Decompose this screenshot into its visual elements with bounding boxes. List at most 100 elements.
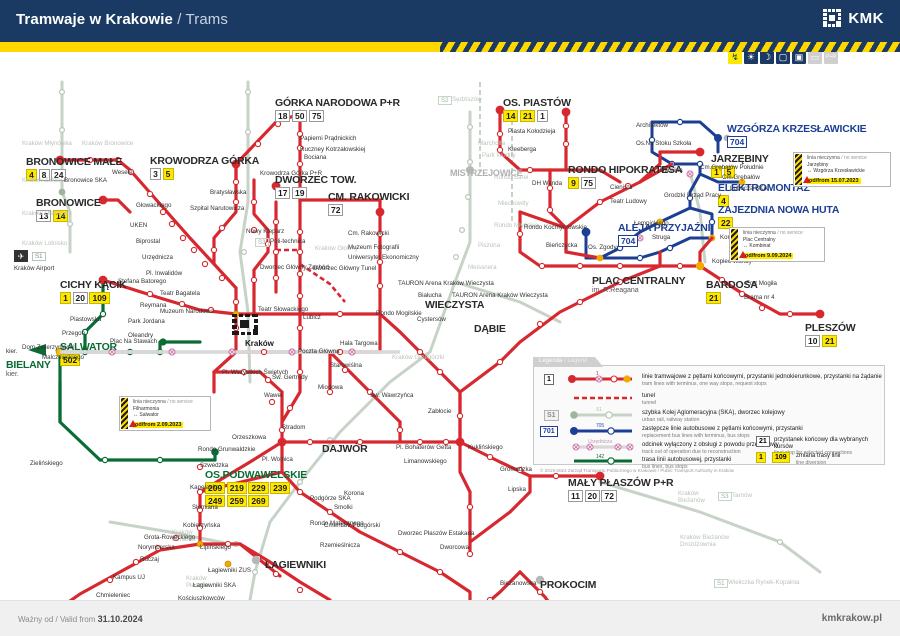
line-badge[interactable]: 704 [727,136,748,148]
line-badge[interactable]: 24 [51,169,67,181]
terminus-dabie[interactable]: DĄBIE [474,324,506,335]
terminus-name: OS.PODWAWELSKIE [205,469,308,481]
legend-extra-en: final stop for selected connections [774,450,853,456]
terminus-prokocim[interactable]: PROKOCIM [540,580,596,591]
park-ride-icon[interactable]: P+R [824,52,838,64]
station-label: Rondo Młyńskie [494,222,539,229]
line-badge[interactable]: 72 [601,490,617,502]
page-title-sub: Trams [185,11,228,28]
line-badge[interactable]: 249 [205,495,226,507]
line-badge[interactable]: 14 [52,210,69,222]
page-title: Tramwaje w Krakowie / Trams [16,11,228,28]
line-badge[interactable]: 1 [60,292,71,304]
line-badge[interactable]: 704 [618,235,639,247]
line-badge[interactable]: 75 [308,110,325,122]
station-label: Kampus UJ [113,574,145,581]
ska-label-sedziszow: Sędziszów [452,96,482,103]
line-badge[interactable]: 21 [519,110,536,122]
legend-extra-badge: 21 [756,436,770,447]
tram-network-map[interactable]: Kraków ✈ S1 S3 S2 Sędziszów S3 Tarnów S1… [0,52,900,600]
station-label: Starowiślna [330,362,362,369]
line-badge[interactable]: 3 [150,168,161,180]
line-badge[interactable]: 19 [291,187,308,199]
line-badge[interactable]: 22 [718,217,734,229]
station-label: Kraków Młynówka [22,140,72,147]
station-label: Cm. Rakowicki [348,230,389,237]
line-badge[interactable]: 72 [328,204,344,216]
line-badge[interactable]: 17 [275,187,291,199]
legend-description: szybka Kolej Aglomeracyjna (SKA), dworze… [642,410,882,423]
station-label: Rondo Grunwaldzkie [198,446,256,453]
line-badge[interactable]: 4 [26,169,37,181]
line-badge[interactable]: 502 [60,354,81,366]
day-service-icon[interactable]: ☀ [744,52,758,64]
terminus-name: BARDOSA [706,279,758,291]
line-badge[interactable]: 75 [580,177,596,189]
station-label: Wesele [112,169,133,176]
line-badge[interactable]: 5 [162,168,174,180]
terminus-lagiewniki[interactable]: ŁAGIEWNIKI [265,560,326,571]
line-badge[interactable]: 13 [36,210,52,222]
header-stripe-hatched [440,42,900,52]
line-badge[interactable]: 21 [821,335,838,347]
line-badge[interactable]: 11 [568,490,583,502]
line-badge[interactable]: 1 [711,166,722,178]
line-badge[interactable]: 269 [248,495,269,507]
train-icon[interactable]: ▣ [792,52,806,64]
terminus-wieczysta[interactable]: WIECZYSTA [425,300,484,311]
legend-description: zastępcze linie autobusowe z pętlami koń… [642,426,882,439]
line-badge[interactable]: 229 [248,482,269,494]
legend-text-en: tunnel [642,399,657,406]
line-badge[interactable]: 239 [270,482,291,494]
line-badge[interactable]: 109 [89,292,110,304]
bus-icon[interactable]: ▭ [808,52,822,64]
station-label: Białucha [418,292,442,299]
line-badge[interactable]: 9 [568,177,579,189]
line-badge[interactable]: 1 [536,110,548,122]
line-badge[interactable]: 50 [291,110,308,122]
station-label: Brama nr 4 [744,294,775,301]
night-service-icon[interactable]: ☽ [760,52,774,64]
line-badge[interactable]: 259 [226,495,247,507]
line-badge[interactable]: 20 [72,292,88,304]
line-badge[interactable]: 21 [706,292,722,304]
line-badge[interactable]: 14 [503,110,519,122]
line-badge[interactable]: 8 [38,169,50,181]
line-badge[interactable]: 10 [805,335,821,347]
station-label: Dworcowa [440,544,469,551]
terminus-dajwor[interactable]: DAJWÓR [322,444,368,455]
line-badge[interactable]: 4 [718,195,729,207]
tram-squiggle-icon[interactable]: ↯ [728,52,742,64]
tram-icon[interactable]: ▢ [776,52,790,64]
line-badge[interactable]: 18 [275,110,291,122]
line-badge[interactable]: 5 [723,166,735,178]
terminus-mistrzejowice[interactable]: MISTRZEJOWICE [450,168,523,179]
line-badge[interactable]: 20 [584,490,600,502]
line-badge[interactable]: 209 [205,482,226,494]
terminus-name: CICHY KĄCIK [60,279,127,291]
line-badge[interactable]: 219 [226,482,247,494]
website-url[interactable]: kmkrakow.pl [821,613,882,624]
